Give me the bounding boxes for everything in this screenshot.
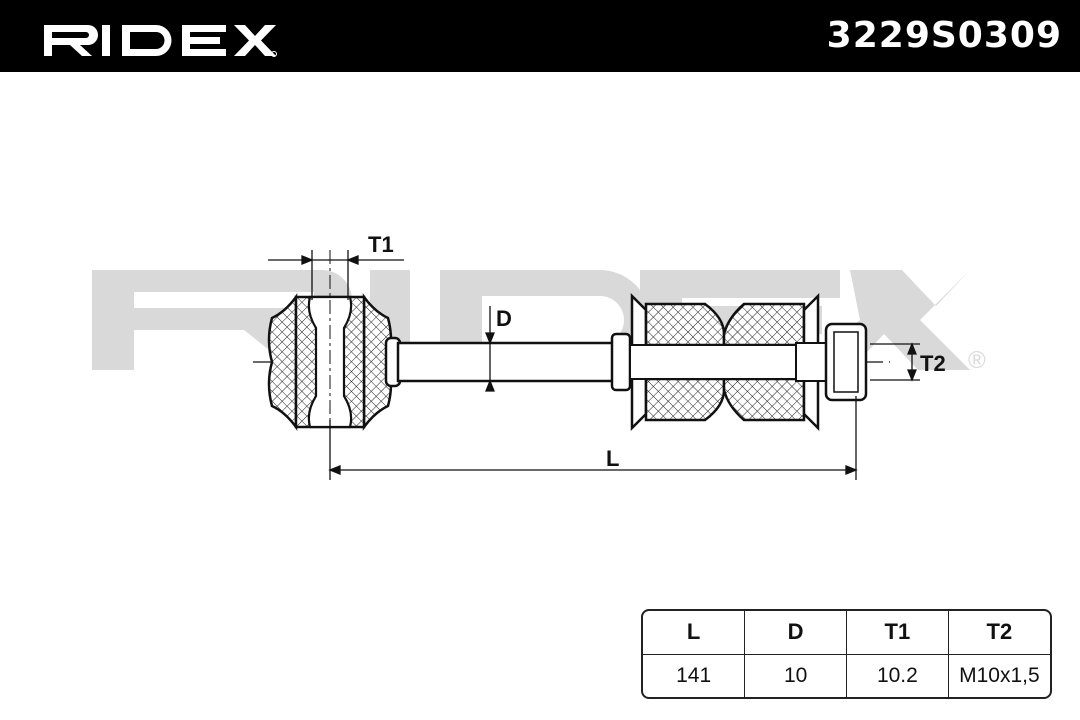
spec-value-d: 10 [744, 654, 847, 697]
rod [396, 332, 632, 392]
ridex-logo-glyphs [44, 25, 277, 57]
registered-mark: ® [968, 347, 986, 374]
header-bar: 3229S0309 [0, 0, 1080, 72]
dimension-d [485, 306, 495, 392]
spec-value-t2: M10x1,5 [959, 663, 1040, 687]
spec-table-value-row: 141 10 10.2 M10x1,5 [643, 654, 1050, 697]
dimension-label-l: L [606, 446, 619, 471]
dimension-label-d: D [496, 306, 512, 331]
technical-drawing: ® T1 D [92, 232, 986, 480]
dimension-l [328, 396, 858, 480]
dimension-label-t2: T2 [920, 351, 946, 376]
spec-table-header-row: L D T1 T2 [643, 611, 1050, 655]
spec-header-t2: T2 [948, 611, 1050, 655]
spec-value-l: 141 [643, 654, 746, 697]
spec-header-d: D [744, 611, 847, 655]
spec-table: L D T1 T2 141 10 10.2 M10x1,5 [641, 609, 1052, 699]
dimension-t1 [268, 250, 404, 300]
spec-header-t1: T1 [846, 611, 949, 655]
spec-header-l: L [643, 611, 746, 655]
dimension-t2 [870, 342, 920, 382]
part-number: 3229S0309 [826, 15, 1062, 56]
right-bushing-assembly [629, 292, 868, 432]
left-bushing [267, 250, 402, 440]
ridex-logo [44, 25, 277, 57]
spec-value-t1: 10.2 [846, 654, 949, 697]
dimension-label-t1: T1 [368, 232, 394, 257]
